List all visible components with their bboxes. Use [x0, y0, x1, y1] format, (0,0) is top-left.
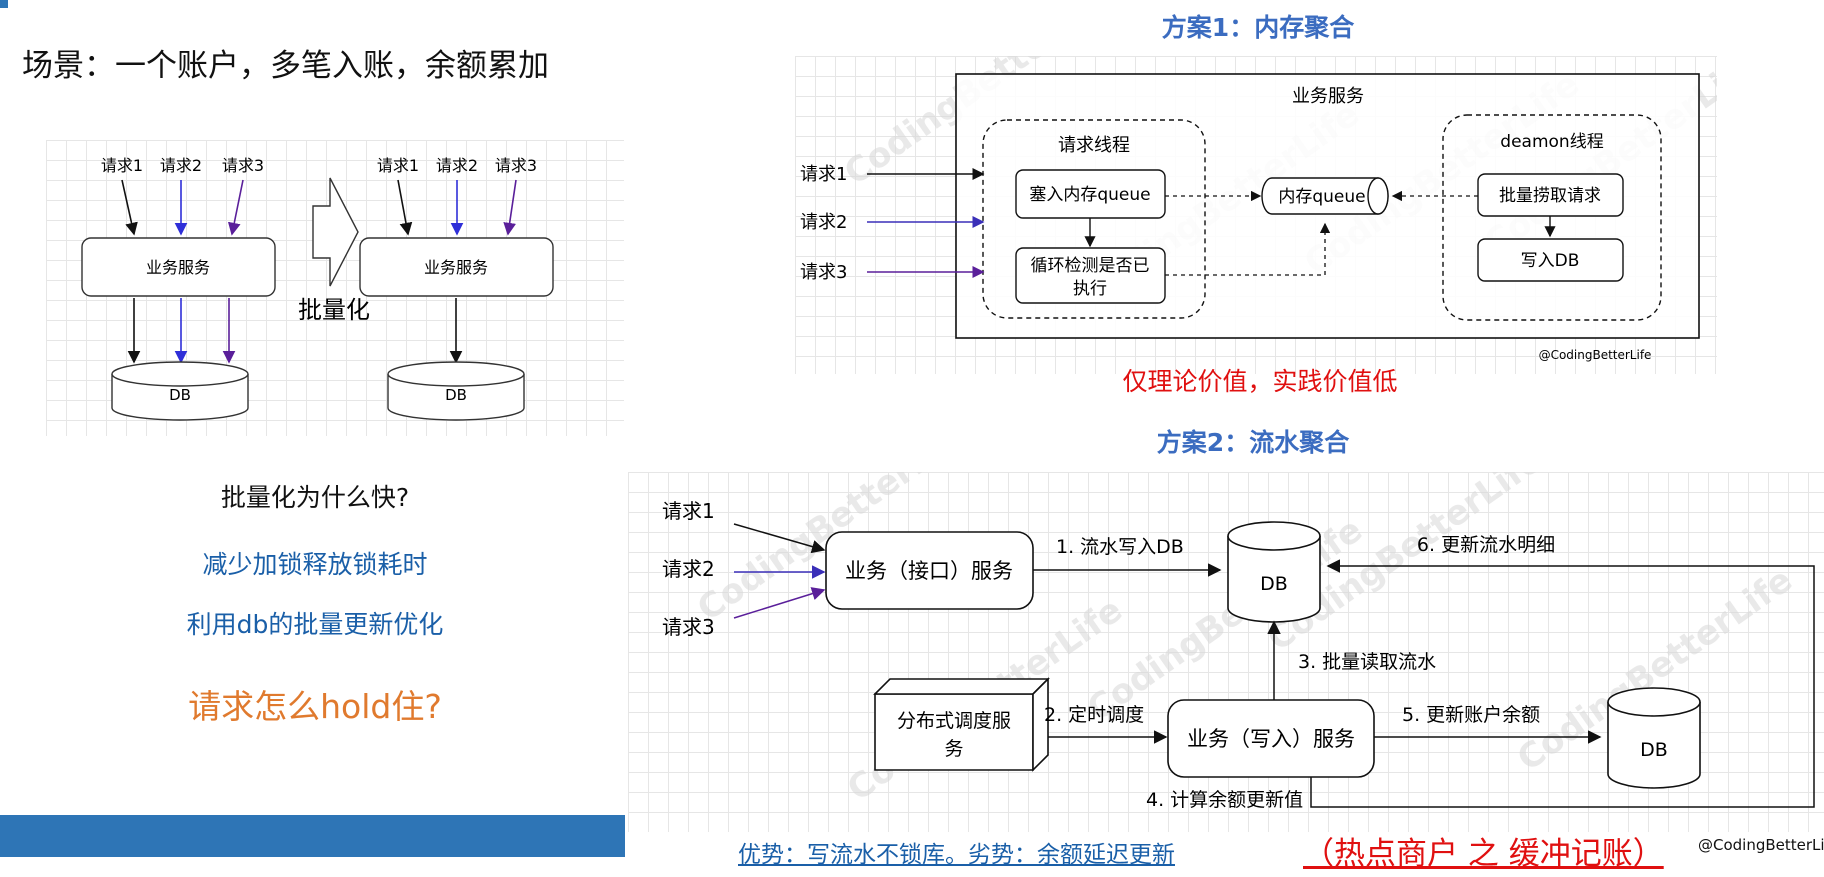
bottom-blue-bar	[0, 815, 625, 857]
loop-check-label-1: 循环检测是否已	[1031, 256, 1150, 276]
batch-arrow-icon	[312, 177, 359, 287]
pros-cons-link[interactable]: 优势：写流水不锁库。劣势：余额延迟更新	[738, 842, 1175, 868]
plan1-verdict: 仅理论价值，实践价值低	[1122, 367, 1398, 396]
plan1-service-label: 业务服务	[1292, 86, 1364, 107]
daemon-label: deamon线程	[1500, 132, 1603, 152]
step5-label: 5. 更新账户余额	[1402, 704, 1540, 726]
plan2-req1: 请求1	[662, 499, 715, 523]
left-corner-accent	[0, 0, 8, 8]
scheduler-label-2: 务	[944, 738, 963, 760]
req1-label-a: 请求1	[101, 156, 143, 175]
req1-label-b: 请求1	[377, 156, 419, 175]
step6-label: 6. 更新流水明细	[1417, 534, 1555, 556]
step3-label: 3. 批量读取流水	[1298, 651, 1436, 673]
plan2-svg: CodingBetterLife CodingBetterLife Coding…	[662, 410, 1815, 811]
memory-queue-label: 内存queue	[1278, 187, 1365, 207]
reason-db-batch: 利用db的批量更新优化	[186, 610, 444, 639]
question-hold: 请求怎么hold住?	[188, 687, 442, 726]
plan2-req2: 请求2	[662, 557, 715, 581]
service-box-b	[359, 237, 554, 297]
scheduler-label-1: 分布式调度服	[897, 710, 1011, 732]
flow-db-cylinder	[1227, 521, 1321, 623]
account-db-label: DB	[1640, 739, 1668, 761]
service-label-a: 业务服务	[146, 258, 210, 277]
db-cylinder-a	[111, 361, 249, 421]
plan1-diagram: CodingBetterLife CodingBetterLife Coding…	[795, 0, 1767, 374]
question-why-fast: 批量化为什么快?	[220, 483, 410, 512]
hot-merchant-tag: （热点商户 之 缓冲记账）	[1303, 836, 1664, 872]
step1-label: 1. 流水写入DB	[1056, 536, 1184, 558]
plan1-req3: 请求3	[800, 262, 847, 283]
write-service-label: 业务（写入）服务	[1187, 727, 1355, 751]
loop-check-label-2: 执行	[1073, 279, 1107, 299]
batch-diagram-svg: 请求1 请求2 请求3 业务服务 DB 批量化 请求1 请求2 请求3 业务服务	[81, 156, 554, 421]
req-thread-label: 请求线程	[1058, 135, 1130, 156]
scene-title: 场景：一个账户，多笔入账，余额累加	[22, 48, 549, 84]
flow-db-label: DB	[1260, 573, 1288, 595]
write-db-box	[1477, 238, 1624, 282]
step4-label: 4. 计算余额更新值	[1146, 789, 1303, 811]
plan1-credit: @CodingBetterLife	[1539, 348, 1652, 362]
req3-label-a: 请求3	[222, 156, 264, 175]
write-service-box	[1167, 699, 1375, 778]
plan1-svg: CodingBetterLife CodingBetterLife Coding…	[800, 0, 1767, 362]
api-service-label: 业务（接口）服务	[845, 559, 1013, 583]
write-db-label: 写入DB	[1521, 251, 1580, 271]
batch-fetch-label: 批量捞取请求	[1499, 186, 1601, 206]
db-label-b: DB	[445, 386, 467, 404]
plan1-req1: 请求1	[800, 164, 847, 185]
req2-label-b: 请求2	[436, 156, 478, 175]
db-cylinder-b	[387, 361, 525, 421]
plan2-diagram: CodingBetterLife CodingBetterLife Coding…	[628, 410, 1824, 832]
plan2-credit: @CodingBetterLife	[1698, 836, 1824, 854]
batch-diagram: 请求1 请求2 请求3 业务服务 DB 批量化 请求1 请求2 请求3 业务服务	[46, 140, 624, 436]
plan1-title: 方案1：内存聚合	[1161, 13, 1355, 42]
req3-label-b: 请求3	[495, 156, 537, 175]
scheduler-box	[873, 677, 1050, 772]
db-label-a: DB	[169, 386, 191, 404]
batch-label: 批量化	[298, 296, 370, 324]
step2-label: 2. 定时调度	[1044, 704, 1144, 726]
reason-lock: 减少加锁释放锁耗时	[202, 550, 428, 579]
plan2-title: 方案2：流水聚合	[1156, 428, 1350, 457]
plan2-req3: 请求3	[662, 615, 715, 639]
req2-label-a: 请求2	[160, 156, 202, 175]
plan1-req2: 请求2	[800, 212, 847, 233]
service-box-a	[81, 237, 276, 297]
service-label-b: 业务服务	[424, 258, 488, 277]
daemon-group	[1442, 114, 1662, 321]
account-db-cylinder	[1607, 687, 1701, 789]
memory-queue-cylinder	[1261, 177, 1389, 215]
enqueue-label: 塞入内存queue	[1029, 185, 1150, 205]
